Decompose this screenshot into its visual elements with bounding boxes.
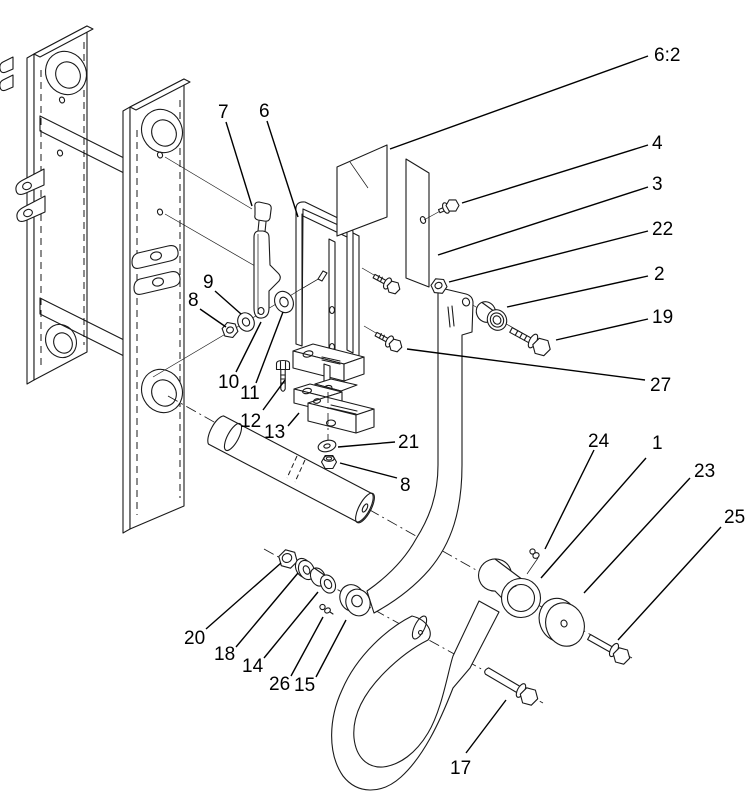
grease-fitting-26: [319, 603, 334, 615]
part-callout-24: 24: [588, 431, 610, 452]
leader-line-18: [235, 572, 299, 648]
part-callout-1: 1: [652, 433, 663, 454]
disc-23: [538, 597, 585, 647]
leader-line-24: [544, 449, 595, 550]
leader-line-19: [555, 318, 649, 341]
washer-11: [274, 290, 294, 314]
latch-arm: [366, 288, 474, 614]
hook-bar: [331, 600, 500, 791]
bolt-27-upper: [361, 267, 401, 295]
leader-line-1: [540, 457, 647, 579]
mounting-bracket-6: [292, 201, 365, 402]
part-callout-20: 20: [184, 628, 205, 649]
leader-line-8: [339, 462, 398, 479]
latch-strap: [253, 230, 281, 319]
frame-weldment: [0, 25, 191, 534]
leader-line-26: [290, 616, 324, 677]
part-callout-22: 22: [652, 219, 673, 240]
leader-line-8: [199, 308, 227, 328]
leader-line-17: [465, 699, 507, 754]
leader-line-22: [448, 230, 649, 283]
leader-line-2: [506, 275, 649, 308]
leader-line-23: [583, 477, 691, 594]
part-callout-21: 21: [398, 432, 419, 453]
leader-line-12: [262, 379, 286, 411]
leader-line-20: [205, 562, 282, 630]
plate-3: [405, 158, 443, 288]
leader-line-10: [235, 321, 262, 373]
bushing-2: [475, 301, 508, 331]
leader-line-15: [315, 619, 347, 678]
bushing-top-right: [140, 108, 184, 154]
leader-line-7: [225, 121, 253, 207]
leader-line-14: [263, 591, 319, 659]
part-callout-4: 4: [652, 133, 663, 154]
part-callout-19: 19: [652, 307, 673, 328]
leader-line-21: [337, 441, 396, 448]
part-callout-14: 14: [242, 656, 264, 677]
nut-8-lower: [320, 454, 338, 470]
latch-pad-7: [254, 201, 272, 233]
nut-20: [278, 549, 298, 569]
part-callout-26: 26: [269, 674, 290, 695]
clamp-block-13: [293, 383, 375, 434]
pivot-boss-1: [478, 558, 542, 619]
leader-line-9: [214, 290, 242, 315]
leader-line-6:2: [389, 55, 649, 150]
leader-line-13: [287, 412, 300, 427]
part-callout-18: 18: [214, 644, 235, 665]
part-callout-27: 27: [650, 375, 671, 396]
spacer-14: [309, 567, 337, 594]
bolt-4: [437, 199, 460, 214]
bolt-19: [509, 327, 551, 357]
part-callout-8: 8: [400, 475, 411, 496]
part-callout-2: 2: [654, 264, 665, 285]
grease-fitting-24: [526, 548, 540, 575]
bolt-17: [484, 667, 539, 706]
part-callout-12: 12: [240, 411, 261, 432]
part-callout-3: 3: [652, 174, 663, 195]
part-callout-11: 11: [240, 383, 260, 404]
arm-eyelet-15: [339, 584, 371, 617]
washer-21: [317, 439, 337, 453]
leader-line-6: [266, 120, 299, 218]
leader-line-11: [255, 311, 284, 384]
washer-9: [237, 312, 255, 332]
bolt-12: [275, 359, 291, 392]
part-callout-6:2: 6:2: [654, 45, 680, 66]
leader-line-4: [461, 144, 649, 204]
leader-line-3: [437, 186, 649, 256]
leader-line-25: [617, 526, 722, 641]
part-callout-15: 15: [294, 675, 315, 696]
part-callout-8: 8: [188, 290, 199, 311]
part-callout-25: 25: [724, 507, 745, 528]
part-callout-13: 13: [264, 422, 285, 443]
bushing-bottom-left: [44, 323, 78, 359]
roller-spacer: [207, 415, 375, 524]
bushing-bottom-right: [140, 368, 184, 414]
bolt-27-lower: [363, 325, 403, 353]
part-callout-9: 9: [203, 272, 214, 293]
part-callout-23: 23: [694, 461, 715, 482]
bracket-pin: [317, 270, 328, 282]
plate-6-2: [336, 144, 388, 237]
leader-line-27: [406, 348, 646, 381]
part-callout-17: 17: [450, 758, 471, 779]
nut-22: [430, 278, 448, 294]
nut-8-upper: [221, 321, 239, 339]
bolt-25: [587, 633, 631, 665]
bushing-top-left: [44, 50, 88, 96]
part-callout-10: 10: [218, 372, 239, 393]
part-callout-6: 6: [259, 101, 270, 122]
part-callout-7: 7: [218, 102, 229, 123]
